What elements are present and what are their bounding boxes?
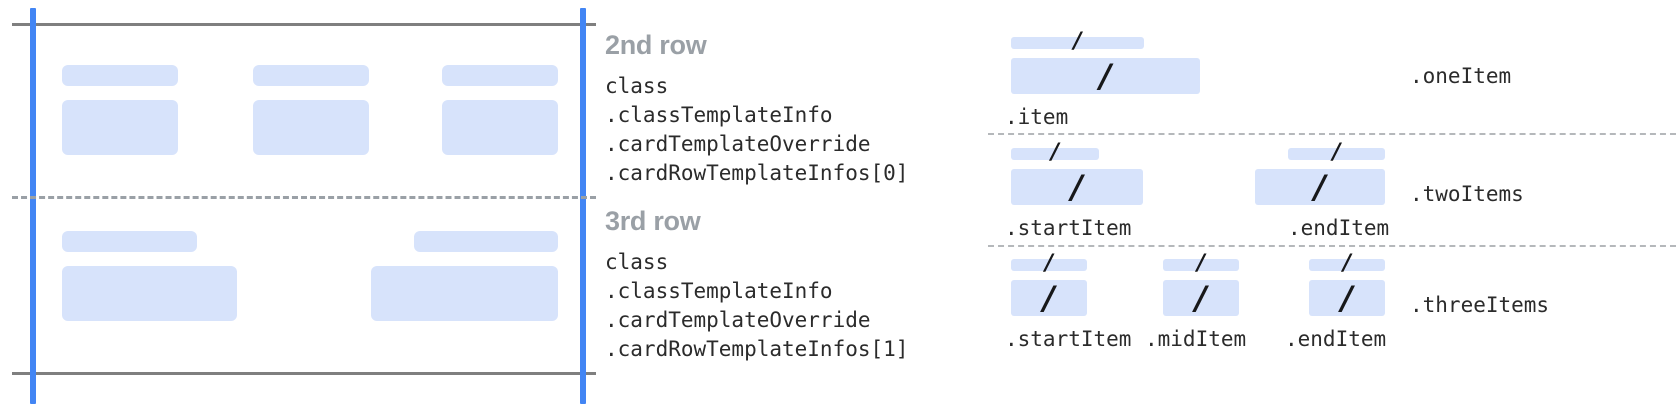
- value-placeholder: [442, 100, 558, 155]
- value-placeholder: [62, 266, 237, 321]
- value-placeholder: [253, 100, 369, 155]
- label-chip: [1163, 259, 1239, 271]
- item-label: .endItem: [1288, 216, 1390, 240]
- value-chip: [1011, 169, 1143, 205]
- value-placeholder: [62, 100, 178, 155]
- label-placeholder: [253, 65, 369, 86]
- item-label: .startItem: [1005, 327, 1132, 351]
- label-chip: [1011, 148, 1099, 160]
- card-left-edge: [30, 8, 36, 404]
- label-placeholder: [62, 65, 178, 86]
- label-chip: [1288, 148, 1385, 160]
- callout-line: .cardTemplateOverride: [605, 132, 871, 156]
- variant-separator: [988, 245, 1676, 247]
- right-variants: / / .item .oneItem / / .startItem: [980, 0, 1676, 412]
- value-chip: [1011, 280, 1087, 316]
- value-chip: [1011, 58, 1200, 94]
- variant-type-label: .oneItem: [1410, 64, 1512, 88]
- value-chip: [1163, 280, 1239, 316]
- label-placeholder: [442, 65, 558, 86]
- value-chip: [1255, 169, 1385, 205]
- callout-line: .cardTemplateOverride: [605, 308, 871, 332]
- callout-line: .classTemplateInfo: [605, 103, 833, 127]
- callout-title: 2nd row: [605, 30, 707, 60]
- label-placeholder: [62, 231, 197, 252]
- left-card-mock: [0, 0, 600, 412]
- callout-line: class: [605, 250, 669, 274]
- variant-separator: [988, 133, 1676, 135]
- variant-type-label: .twoItems: [1410, 182, 1524, 206]
- label-chip: [1011, 259, 1087, 271]
- callout-line: .classTemplateInfo: [605, 279, 833, 303]
- row-divider: [12, 196, 596, 199]
- label-placeholder: [414, 231, 558, 252]
- value-chip: [1309, 280, 1385, 316]
- value-placeholder: [371, 266, 558, 321]
- callout-line: .cardRowTemplateInfos[0]: [605, 161, 909, 185]
- variant-type-label: .threeItems: [1410, 293, 1550, 317]
- card-top-edge: [12, 23, 596, 26]
- label-chip: [1309, 259, 1385, 271]
- callout-line: class: [605, 74, 669, 98]
- callout-title: 3rd row: [605, 206, 701, 236]
- label-chip: [1011, 37, 1144, 49]
- item-label: .endItem: [1285, 327, 1387, 351]
- card-right-edge: [580, 8, 586, 404]
- item-label: .item: [1005, 105, 1069, 129]
- item-label: .midItem: [1145, 327, 1247, 351]
- item-label: .startItem: [1005, 216, 1132, 240]
- card-bottom-edge: [12, 372, 596, 375]
- callout-line: .cardRowTemplateInfos[1]: [605, 337, 909, 361]
